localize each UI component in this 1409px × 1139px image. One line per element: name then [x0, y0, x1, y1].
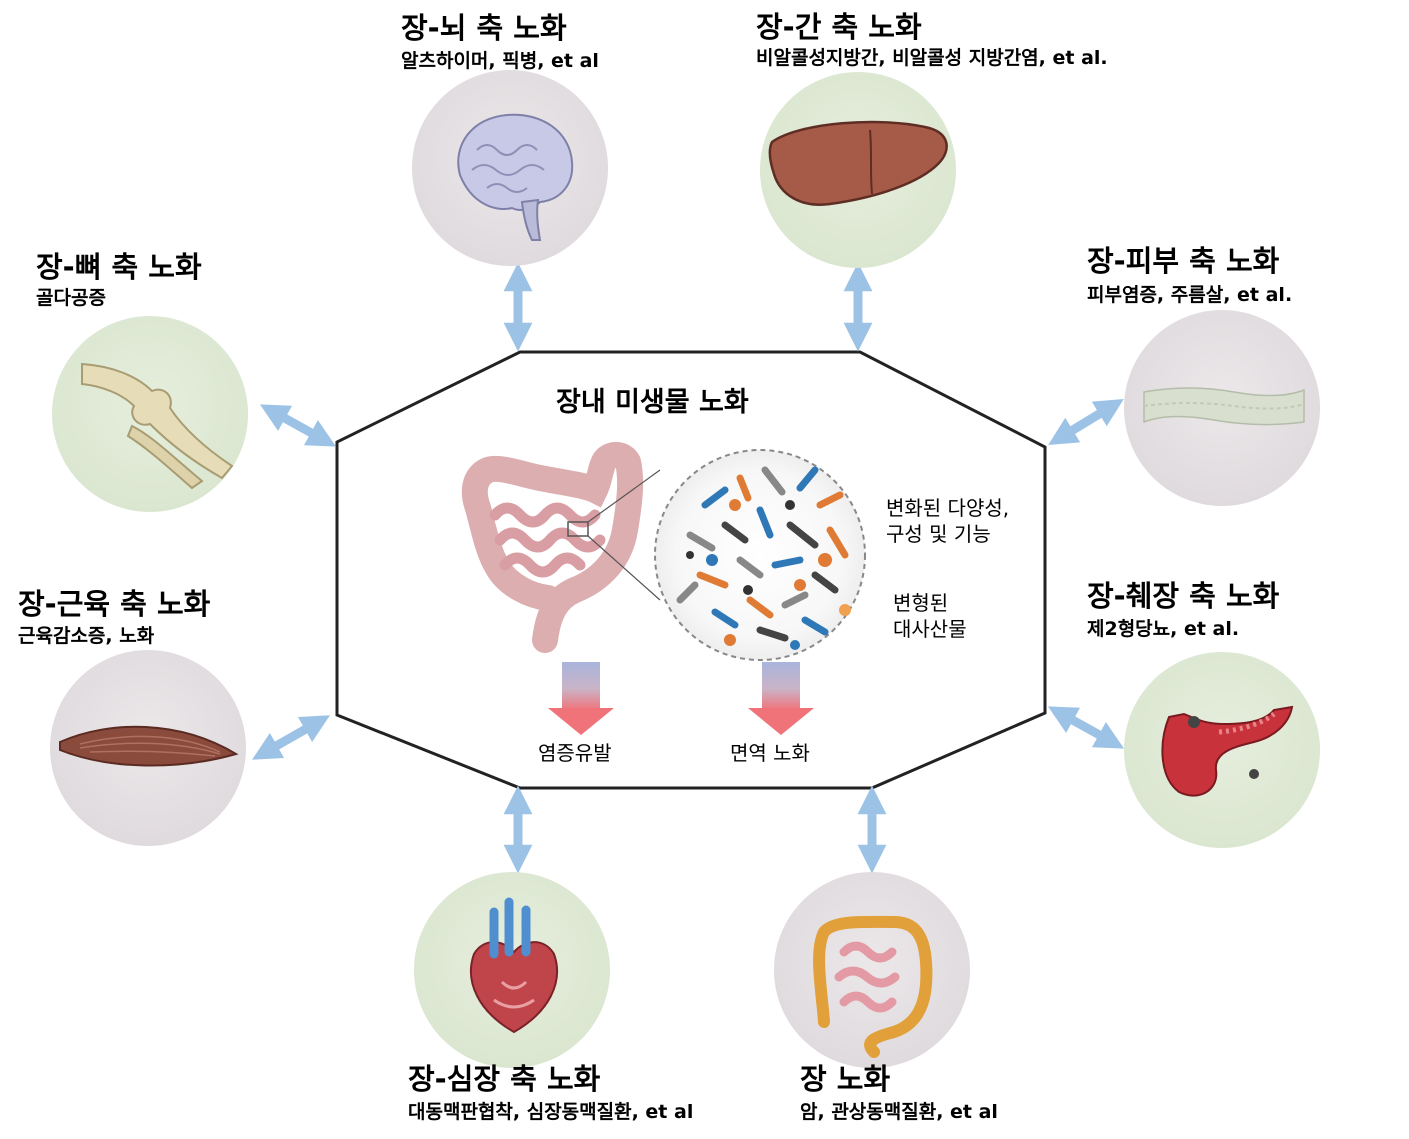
- liver-circle: [760, 72, 956, 268]
- outcome-inflammation: 염증유발: [538, 741, 612, 765]
- note-metabolites-line2: 대사산물: [893, 617, 967, 641]
- note-diversity-line1: 변화된 다양성,: [886, 496, 1010, 520]
- large-intestine-illustration: [461, 442, 661, 653]
- muscle-icon: [59, 725, 239, 767]
- heart-axis-title: 장-심장 축 노화: [408, 1062, 601, 1096]
- pancreas-circle: [1124, 652, 1320, 848]
- brain-axis-title: 장-뇌 축 노화: [401, 11, 567, 45]
- center-title: 장내 미생물 노화: [556, 387, 749, 418]
- heart-icon: [469, 897, 559, 1034]
- skin-icon: [1143, 387, 1305, 426]
- gut-circle: [774, 872, 970, 1068]
- outcome-immunosenescence: 면역 노화: [730, 741, 810, 765]
- skin-circle: [1124, 310, 1320, 506]
- bone-axis-title: 장-뼈 축 노화: [36, 250, 202, 284]
- liver-axis-title: 장-간 축 노화: [756, 10, 922, 44]
- muscle-axis-diseases: 근육감소증, 노화: [18, 625, 155, 647]
- pancreas-axis-title: 장-췌장 축 노화: [1087, 579, 1280, 613]
- pancreas-axis-diseases: 제2형당뇨, et al.: [1087, 618, 1240, 640]
- immunosenescence-arrow: [748, 662, 814, 735]
- skin-axis-title: 장-피부 축 노화: [1087, 244, 1280, 278]
- brain-circle: [412, 70, 608, 266]
- heart-circle: [414, 872, 610, 1068]
- gut-axis-title: 장 노화: [800, 1062, 891, 1096]
- bone-axis-diseases: 골다공증: [36, 287, 106, 309]
- arrow-skin: [1048, 399, 1124, 445]
- microbiota-zoom-illustration: [654, 449, 866, 661]
- liver-icon: [768, 120, 948, 206]
- bone-circle: [52, 316, 248, 512]
- gut-axis-diseases: 암, 관상동맥질환, et al: [800, 1101, 998, 1123]
- arrow-muscle: [251, 715, 331, 760]
- note-diversity-line2: 구성 및 기능: [886, 522, 991, 546]
- muscle-axis-title: 장-근육 축 노화: [18, 587, 211, 621]
- pancreas-icon: [1161, 705, 1294, 797]
- brain-icon: [457, 113, 574, 241]
- bone-icon: [81, 362, 234, 490]
- inflammation-arrow: [548, 662, 614, 735]
- muscle-circle: [50, 650, 246, 846]
- intestine-icon: [813, 915, 933, 1058]
- heart-axis-diseases: 대동맥판협착, 심장동맥질환, et al: [408, 1101, 694, 1123]
- arrow-pancreas: [1047, 706, 1125, 749]
- note-metabolites-line1: 변형된: [893, 591, 949, 615]
- liver-axis-diseases: 비알콜성지방간, 비알콜성 지방간염, et al.: [756, 47, 1108, 69]
- brain-axis-diseases: 알츠하이머, 픽병, et al: [401, 50, 599, 72]
- skin-axis-diseases: 피부염증, 주름살, et al.: [1087, 284, 1293, 306]
- arrow-bone: [259, 404, 337, 447]
